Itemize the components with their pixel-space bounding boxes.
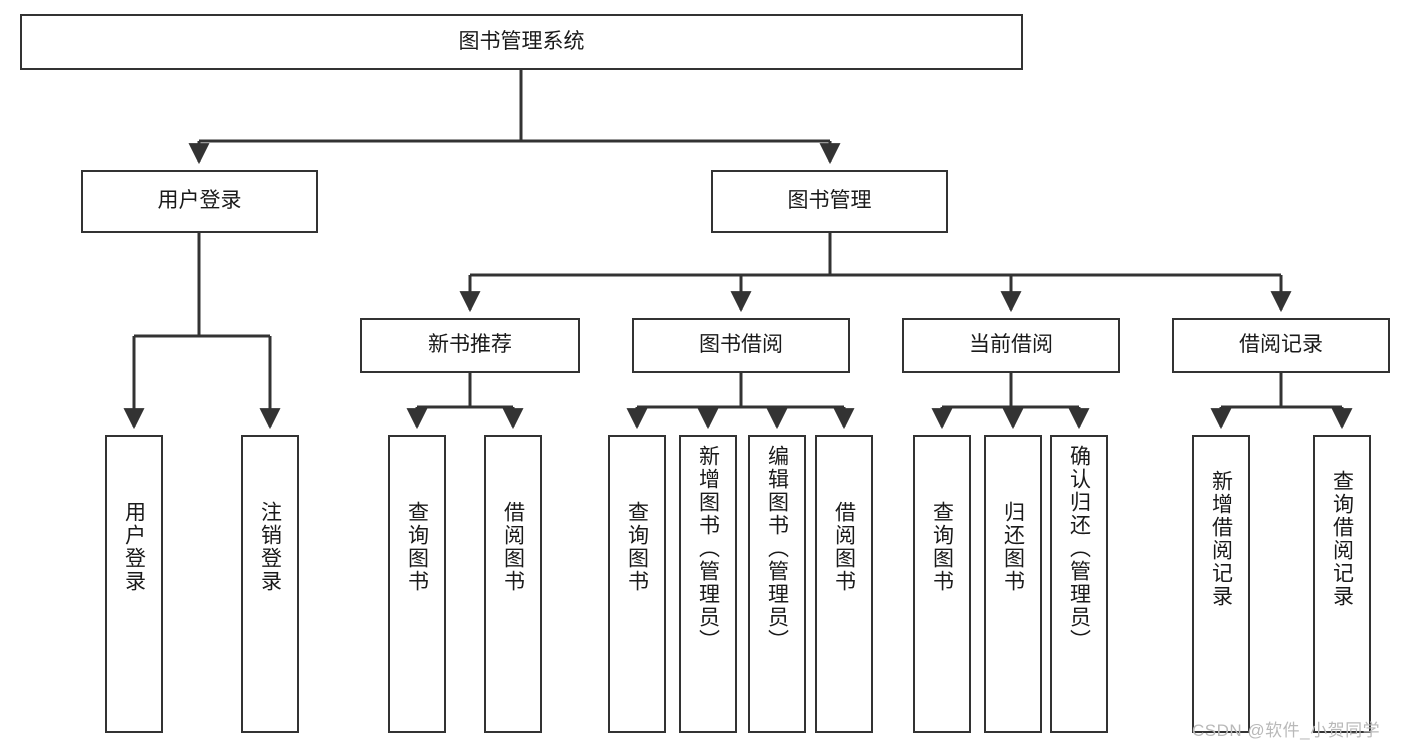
node-new-book-recommend[interactable]: 新书推荐	[360, 318, 580, 373]
node-leaf-add-book-label: 新增图书（管理员）	[696, 445, 720, 652]
node-leaf-add-borrow-record[interactable]: 新增借阅记录	[1192, 435, 1250, 733]
node-leaf-confirm-return-label: 确认归还（管理员）	[1067, 445, 1091, 652]
node-borrow-record-label: 借阅记录	[1239, 333, 1323, 357]
node-leaf-user-login-label: 用户登录	[122, 501, 146, 593]
node-current-borrow[interactable]: 当前借阅	[902, 318, 1120, 373]
node-leaf-query-book-2[interactable]: 查询图书	[608, 435, 666, 733]
node-leaf-query-book-1-label: 查询图书	[405, 501, 429, 593]
node-leaf-edit-book[interactable]: 编辑图书（管理员）	[748, 435, 806, 733]
node-book-management-label: 图书管理	[787, 189, 872, 213]
node-leaf-return-book-label: 归还图书	[1001, 501, 1025, 593]
node-leaf-borrow-book-1[interactable]: 借阅图书	[484, 435, 542, 733]
node-leaf-user-logout[interactable]: 注销登录	[241, 435, 299, 733]
node-leaf-borrow-book-1-label: 借阅图书	[501, 501, 525, 593]
node-leaf-borrow-book-2-label: 借阅图书	[832, 501, 856, 593]
node-leaf-user-login[interactable]: 用户登录	[105, 435, 163, 733]
node-leaf-user-logout-label: 注销登录	[258, 501, 282, 593]
node-new-book-recommend-label: 新书推荐	[428, 333, 512, 357]
csdn-watermark: CSDN @软件_小贺同学	[1192, 721, 1381, 740]
node-leaf-query-book-1[interactable]: 查询图书	[388, 435, 446, 733]
node-leaf-add-book[interactable]: 新增图书（管理员）	[679, 435, 737, 733]
node-leaf-add-borrow-record-label: 新增借阅记录	[1209, 470, 1233, 608]
node-book-borrow-label: 图书借阅	[699, 333, 783, 357]
node-leaf-edit-book-label: 编辑图书（管理员）	[765, 445, 789, 652]
node-borrow-record[interactable]: 借阅记录	[1172, 318, 1390, 373]
node-leaf-query-borrow-record[interactable]: 查询借阅记录	[1313, 435, 1371, 733]
node-leaf-borrow-book-2[interactable]: 借阅图书	[815, 435, 873, 733]
node-leaf-return-book[interactable]: 归还图书	[984, 435, 1042, 733]
node-root-label: 图书管理系统	[458, 29, 585, 53]
node-book-management[interactable]: 图书管理	[711, 170, 948, 233]
node-leaf-query-book-2-label: 查询图书	[625, 501, 649, 593]
node-leaf-query-borrow-record-label: 查询借阅记录	[1330, 470, 1354, 608]
node-user-login-label: 用户登录	[157, 189, 242, 213]
node-root[interactable]: 图书管理系统	[20, 14, 1023, 70]
node-user-login[interactable]: 用户登录	[81, 170, 318, 233]
node-leaf-query-book-3[interactable]: 查询图书	[913, 435, 971, 733]
node-book-borrow[interactable]: 图书借阅	[632, 318, 850, 373]
node-leaf-query-book-3-label: 查询图书	[930, 501, 954, 593]
node-current-borrow-label: 当前借阅	[969, 333, 1053, 357]
node-leaf-confirm-return[interactable]: 确认归还（管理员）	[1050, 435, 1108, 733]
